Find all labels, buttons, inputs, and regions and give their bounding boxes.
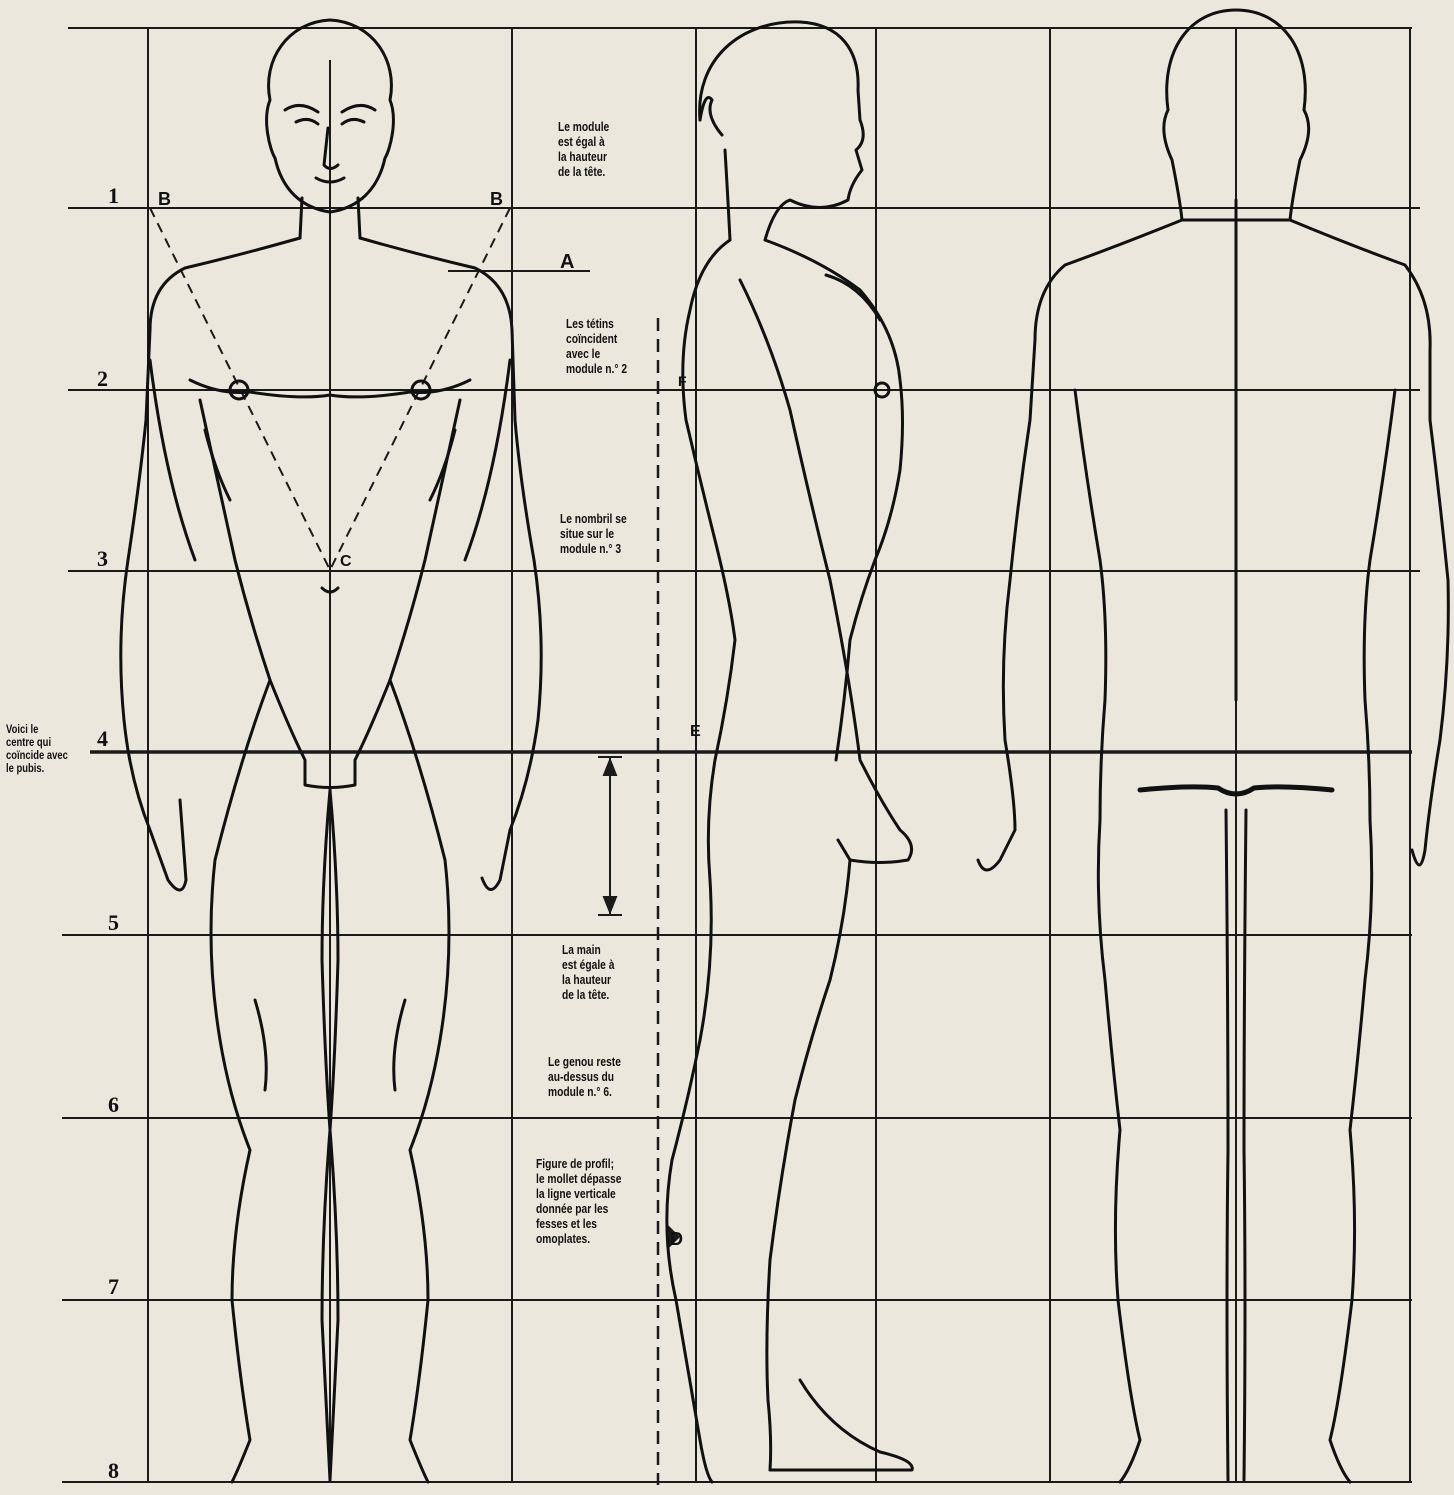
point-b-left: B: [158, 189, 171, 209]
note-hand: La main est égale à la hauteur de la têt…: [562, 943, 614, 1003]
module-number-2: 2: [97, 366, 108, 391]
point-c: C: [340, 553, 352, 570]
module-number-5: 5: [108, 910, 119, 935]
module-number-3: 3: [97, 546, 108, 571]
back-figure: [978, 10, 1448, 1482]
module-number-8: 8: [108, 1458, 119, 1483]
point-a: A: [560, 251, 574, 273]
module-number-6: 6: [108, 1092, 119, 1117]
note-navel: Le nombril se situe sur le module n.° 3: [560, 512, 627, 557]
module-number-4: 4: [97, 726, 108, 751]
point-b-right: B: [490, 189, 503, 209]
point-e: E: [690, 723, 701, 740]
hand-height-arrow: [598, 757, 622, 915]
note-pubis: Voici le centre qui coïncide avec le pub…: [6, 724, 68, 776]
module-number-7: 7: [108, 1274, 119, 1299]
note-module-head: Le module est égal à la hauteur de la tê…: [558, 120, 609, 180]
module-number-1: 1: [108, 183, 119, 208]
module-numbers: 1 2 3 4 5 6 7 8: [97, 183, 119, 1483]
note-calf: Figure de profil; le mollet dépasse la l…: [536, 1157, 621, 1247]
point-d: D: [670, 1229, 683, 1249]
note-nipples: Les tétins coïncident avec le module n.°…: [566, 317, 627, 377]
note-knee: Le genou reste au-dessus du module n.° 6…: [548, 1055, 621, 1100]
point-f: F: [678, 373, 687, 389]
